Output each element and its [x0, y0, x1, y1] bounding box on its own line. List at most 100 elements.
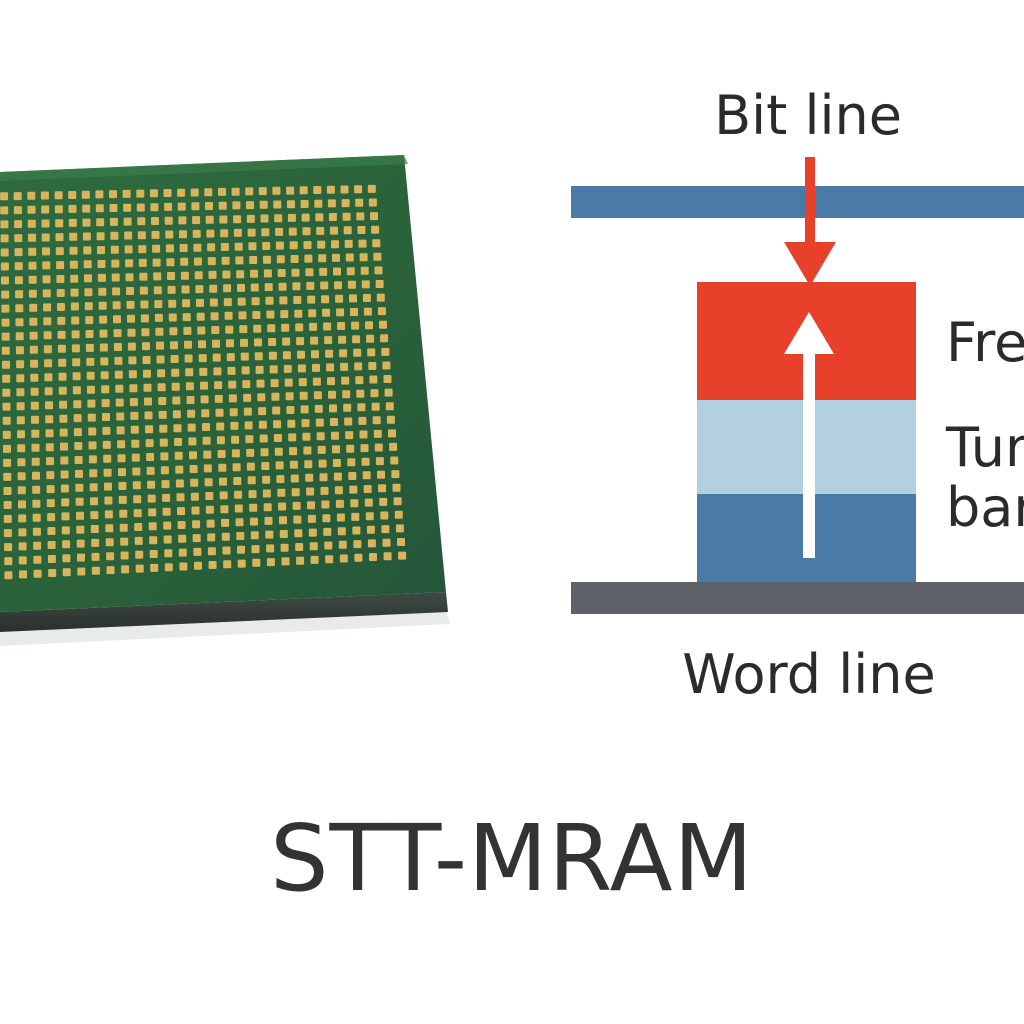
- solder-pad: [43, 345, 52, 354]
- solder-pad: [248, 242, 257, 251]
- solder-pad: [349, 294, 357, 303]
- solder-pad: [127, 328, 136, 337]
- solder-pad: [187, 423, 196, 432]
- solder-pad: [220, 243, 229, 251]
- solder-pad: [70, 302, 79, 311]
- solder-pad: [306, 281, 315, 290]
- solder-pad: [19, 570, 27, 579]
- solder-pad: [33, 541, 42, 550]
- solder-pad: [303, 446, 312, 455]
- solder-pad: [103, 468, 112, 477]
- solder-pad: [287, 419, 296, 428]
- solder-pad: [157, 383, 166, 392]
- solder-pad: [182, 299, 191, 308]
- solder-pad: [171, 368, 180, 377]
- solder-pad: [231, 435, 240, 444]
- solder-pad: [393, 497, 402, 506]
- solder-pad: [46, 499, 55, 508]
- solder-pad: [143, 383, 152, 392]
- solder-pad: [128, 370, 137, 379]
- solder-pad: [216, 436, 225, 445]
- solder-pad: [167, 272, 175, 280]
- solder-pad: [293, 296, 302, 304]
- solder-pad: [3, 458, 12, 467]
- solder-pad: [291, 268, 300, 277]
- solder-pad: [203, 450, 212, 459]
- solder-pad: [60, 456, 69, 465]
- solder-pad: [116, 426, 125, 435]
- solder-pad: [119, 509, 128, 518]
- solder-pad: [241, 366, 250, 375]
- solder-pad: [303, 241, 312, 249]
- solder-pad: [98, 287, 107, 296]
- solder-pad: [230, 421, 239, 430]
- solder-pad: [212, 353, 221, 362]
- solder-pad: [206, 519, 215, 528]
- solder-pad: [325, 555, 334, 564]
- solder-pad: [391, 470, 400, 479]
- solder-pad: [381, 525, 390, 534]
- solder-pad: [255, 365, 264, 374]
- chip-shadow: [0, 610, 450, 646]
- solder-pad: [287, 200, 295, 209]
- solder-pad: [277, 269, 286, 277]
- solder-pad: [41, 233, 50, 242]
- solder-pad: [132, 467, 141, 476]
- solder-pad: [242, 380, 251, 389]
- solder-pad: [85, 316, 94, 325]
- solder-pad: [336, 308, 345, 317]
- solder-pad: [254, 352, 263, 361]
- solder-pad: [30, 373, 39, 382]
- solder-pad: [218, 463, 227, 472]
- solder-pad: [83, 260, 92, 269]
- solder-pad: [309, 322, 318, 331]
- solder-pad: [361, 457, 370, 466]
- solder-pad: [178, 216, 187, 225]
- solder-pad: [284, 378, 293, 387]
- solder-pad: [215, 408, 224, 417]
- solder-pad: [18, 528, 27, 537]
- solder-pad: [315, 213, 324, 222]
- solder-pad: [114, 370, 123, 379]
- solder-pad: [101, 399, 110, 408]
- solder-pad: [309, 542, 318, 551]
- solder-pad: [375, 457, 384, 466]
- solder-pad: [74, 442, 83, 450]
- solder-pad: [137, 217, 146, 226]
- solder-pad: [359, 430, 368, 439]
- solder-pad: [192, 216, 201, 225]
- solder-pad: [193, 243, 202, 252]
- solder-pad: [29, 317, 38, 326]
- solder-pad: [261, 462, 270, 470]
- solder-pad: [297, 350, 305, 359]
- solder-pad: [278, 282, 287, 291]
- solder-pad: [14, 262, 23, 271]
- solder-pad: [168, 299, 177, 308]
- solder-pad: [321, 295, 330, 304]
- solder-pad: [323, 527, 332, 536]
- solder-pad: [207, 243, 216, 252]
- solder-pad: [307, 501, 315, 510]
- solder-pad: [30, 387, 39, 396]
- solder-pad: [141, 328, 150, 337]
- solder-pad: [259, 200, 268, 209]
- solder-pad: [31, 443, 40, 452]
- solder-pad: [118, 495, 127, 504]
- solder-pad: [71, 330, 80, 339]
- solder-pad: [30, 401, 39, 410]
- solder-pad: [369, 553, 377, 561]
- solder-pad: [222, 546, 231, 555]
- solder-pad: [99, 315, 108, 324]
- solder-pad: [118, 468, 126, 477]
- solder-pad: [109, 204, 118, 212]
- solder-pad: [133, 495, 142, 504]
- solder-pad: [198, 354, 207, 363]
- solder-pad: [214, 381, 223, 390]
- word-line-label: Word line: [682, 643, 935, 706]
- solder-pad: [282, 351, 291, 360]
- solder-pad: [167, 285, 176, 294]
- solder-pad: [132, 481, 141, 490]
- solder-pad: [186, 396, 195, 404]
- solder-pad: [313, 186, 322, 194]
- solder-pad: [154, 313, 163, 322]
